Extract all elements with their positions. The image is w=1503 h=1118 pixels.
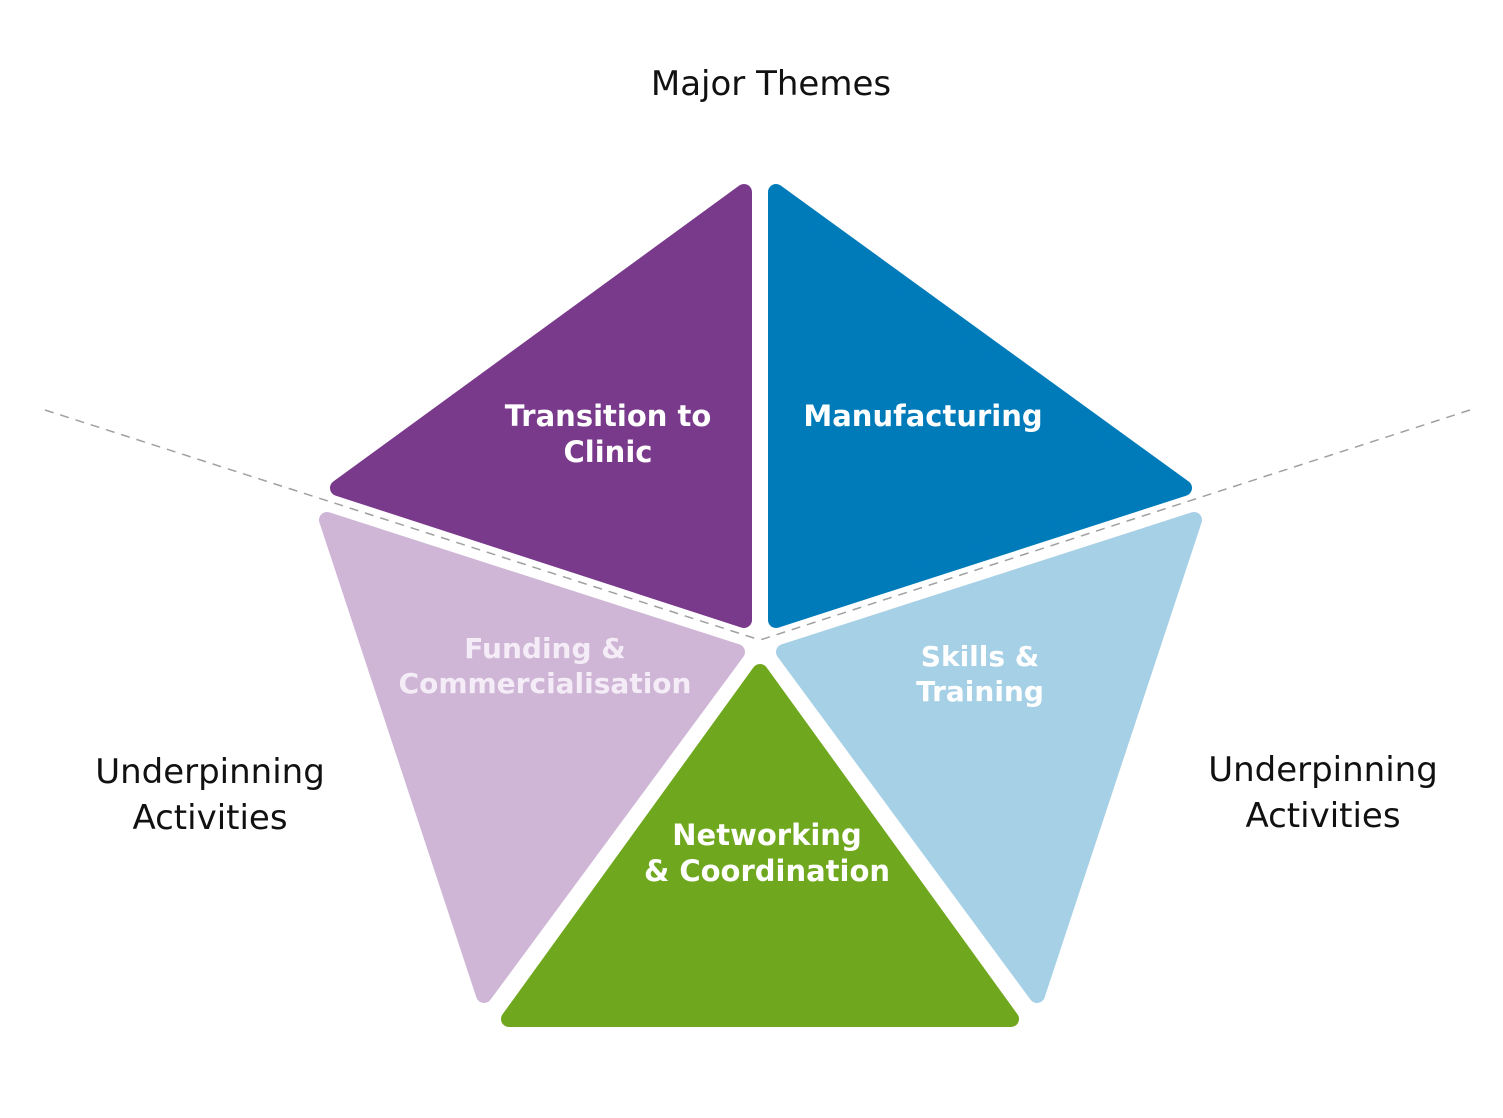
divider-right-dashed [759,409,1471,641]
label-skills-line2: Training [916,674,1044,708]
label-skills-training: Skills & Training [870,640,1090,709]
segment-manufacturing [768,184,1192,628]
label-networking-coordination: Networking & Coordination [612,818,922,890]
heading-underpinning-right-line2: Activities [1245,795,1401,836]
label-manufacturing-line1: Manufacturing [803,399,1043,433]
label-funding-line1: Funding & [464,632,626,665]
segment-skills-training [776,512,1202,1003]
heading-underpinning-left-line2: Activities [132,797,288,838]
label-funding-commercialisation: Funding & Commercialisation [380,632,710,701]
divider-left-dashed [44,409,761,641]
label-transition-line2: Clinic [563,434,653,469]
label-networking-line2: & Coordination [643,853,891,888]
segment-funding-commercialisation [319,512,745,1003]
heading-major-themes: Major Themes [650,64,892,104]
heading-underpinning-left-line1: Underpinning [95,752,325,792]
heading-underpinning-right: Underpinning Activities [1153,748,1493,840]
heading-underpinning-right-line1: Underpinning [1208,750,1438,790]
segment-networking-coordination [501,664,1019,1027]
label-transition-to-clinic: Transition to Clinic [478,399,738,471]
label-transition-line1: Transition to [504,399,712,433]
label-skills-line1: Skills & [920,640,1040,673]
label-manufacturing: Manufacturing [783,399,1063,435]
segment-transition-to-clinic [330,184,752,628]
heading-underpinning-left: Underpinning Activities [40,750,380,842]
label-funding-line2: Commercialisation [398,666,692,700]
label-networking-line1: Networking [672,818,862,852]
